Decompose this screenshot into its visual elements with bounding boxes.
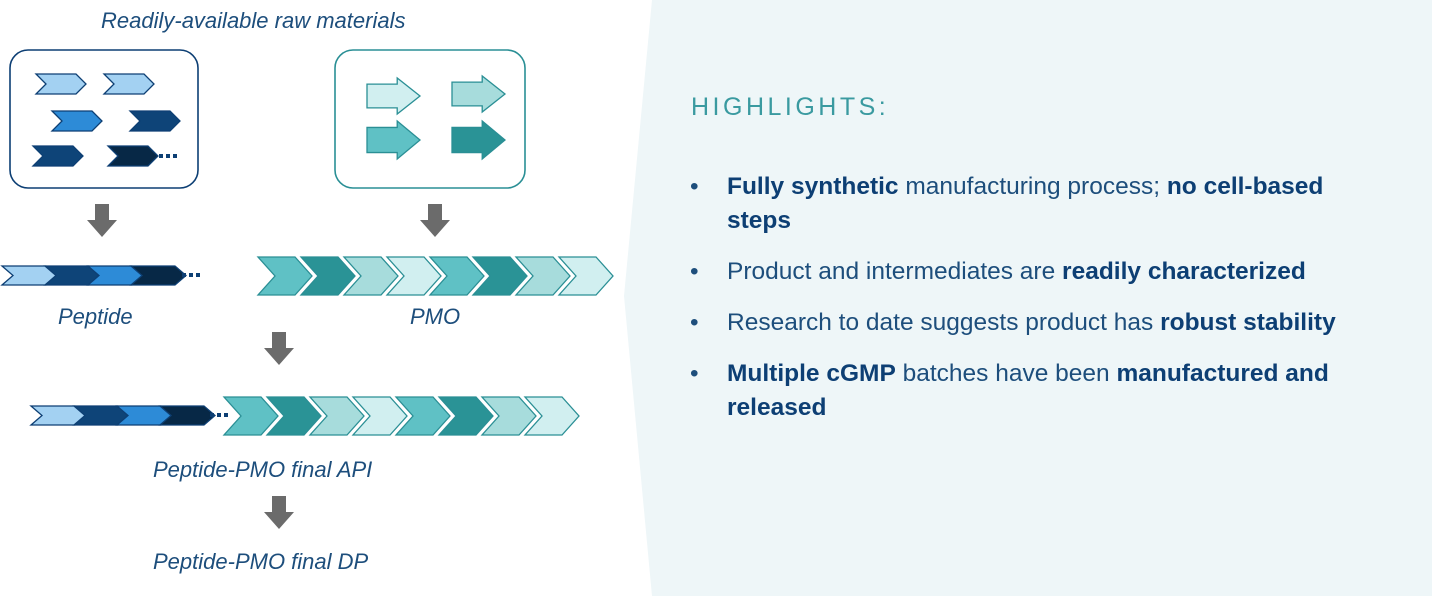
highlights-title: HIGHLIGHTS: [691, 93, 890, 121]
pmo-chain-segment [428, 256, 485, 296]
highlight-emphasis: Multiple cGMP [727, 360, 896, 387]
highlight-item: • Multiple cGMP batches have been manufac… [690, 357, 1390, 425]
continuation-dots-icon [166, 154, 170, 158]
process-down-arrow-icon [264, 332, 294, 365]
process-down-arrow-icon [264, 496, 294, 529]
pmo-chain-segment [471, 256, 528, 296]
highlight-item: • Research to date suggests product has r… [690, 306, 1390, 340]
pmo-chain-segment [385, 256, 442, 296]
highlight-emphasis: robust stability [1160, 309, 1336, 336]
continuation-dots-icon [182, 273, 186, 277]
pmo-chain-segment [480, 396, 537, 436]
bullet-icon: • [690, 173, 699, 200]
peptide-caption: Peptide [58, 304, 133, 329]
raw-materials-caption: Readily-available raw materials [101, 8, 406, 33]
peptide-monomer-icon [106, 145, 159, 167]
highlight-emphasis: Fully synthetic [727, 173, 899, 200]
pmo-monomer-icon [366, 76, 422, 116]
continuation-dots-icon [173, 154, 177, 158]
highlight-emphasis: no cell-based steps [727, 173, 1324, 234]
continuation-dots-icon [217, 413, 221, 417]
pmo-chain-segment [222, 396, 279, 436]
highlight-text: batches have been [895, 360, 1117, 387]
api-caption: Peptide-PMO final API [153, 457, 373, 482]
pmo-chain-segment [557, 256, 614, 296]
highlight-text: Research to date suggests product has [727, 309, 1161, 336]
process-down-arrow-icon [420, 204, 450, 237]
pmo-monomer-icon [366, 119, 422, 161]
peptide-monomer-icon [50, 110, 103, 132]
highlights-list: •Fully synthetic manufacturing process; … [690, 170, 1390, 442]
peptide-chain-segment [129, 265, 187, 286]
bullet-icon: • [690, 360, 699, 387]
highlight-item: •Fully synthetic manufacturing process; … [690, 170, 1390, 238]
peptide-monomer-icon [31, 145, 84, 167]
pmo-chain-segment [342, 256, 399, 296]
bullet-icon: • [690, 258, 699, 285]
highlights-panel [624, 0, 1432, 596]
peptide-chain-segment [158, 405, 216, 426]
pmo-chain-segment [299, 256, 356, 296]
pmo-chain-segment [523, 396, 580, 436]
highlight-emphasis: manufactured and released [727, 360, 1329, 421]
pmo-chain-segment [308, 396, 365, 436]
highlight-text: Product and intermediates are [727, 258, 1063, 285]
pmo-chain-segment [514, 256, 571, 296]
pmo-chain-segment [351, 396, 408, 436]
continuation-dots-icon [189, 273, 193, 277]
pmo-raw-materials-box [334, 49, 526, 189]
pmo-monomer-icon [451, 74, 507, 114]
peptide-monomer-icon [34, 73, 87, 95]
bullet-icon: • [690, 309, 699, 336]
continuation-dots-icon [159, 154, 163, 158]
continuation-dots-icon [196, 273, 200, 277]
pmo-caption: PMO [410, 304, 461, 329]
pmo-chain-segment [437, 396, 494, 436]
peptide-monomer-icon [102, 73, 155, 95]
continuation-dots-icon [224, 413, 228, 417]
dp-caption: Peptide-PMO final DP [153, 549, 369, 574]
pmo-chain-segment [256, 256, 313, 296]
process-down-arrow-icon [87, 204, 117, 237]
continuation-dots-icon [210, 413, 214, 417]
pmo-monomer-icon [451, 119, 507, 161]
pmo-chain-segment [394, 396, 451, 436]
peptide-monomer-icon [128, 110, 181, 132]
highlight-item: • Product and intermediates are readily c… [690, 255, 1390, 289]
pmo-chain-segment [265, 396, 322, 436]
highlight-emphasis: readily characterized [1062, 258, 1306, 285]
highlight-text: manufacturing process; [898, 173, 1167, 200]
